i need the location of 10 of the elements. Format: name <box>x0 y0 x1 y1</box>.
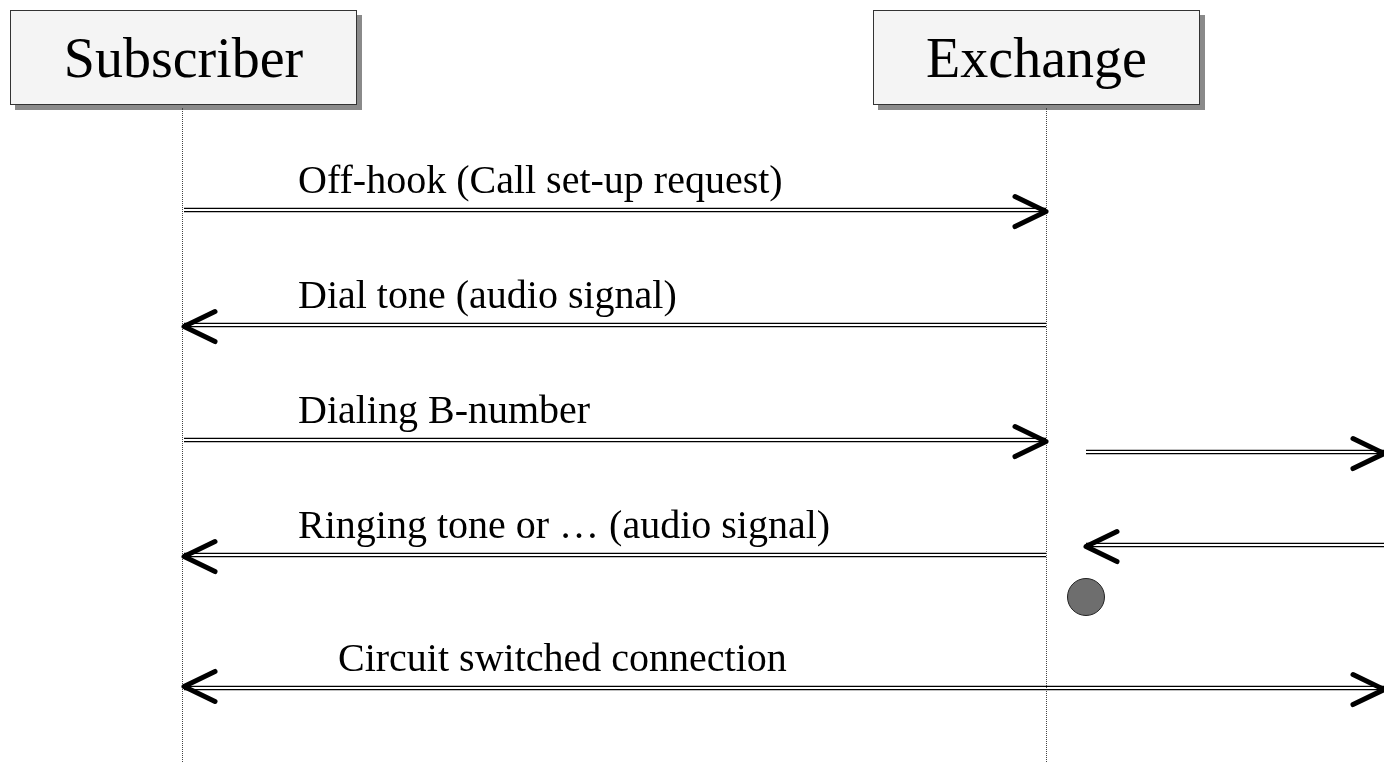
message-arrow <box>181 309 1047 345</box>
message-arrow <box>183 424 1049 460</box>
message-arrow <box>183 194 1049 230</box>
message-arrow <box>1083 529 1384 565</box>
message-arrow <box>181 668 1384 708</box>
event-dot <box>1067 578 1105 616</box>
message-arrow <box>1085 436 1384 472</box>
lifeline <box>1046 108 1048 762</box>
lifeline <box>182 108 184 762</box>
message-arrow <box>181 539 1047 575</box>
